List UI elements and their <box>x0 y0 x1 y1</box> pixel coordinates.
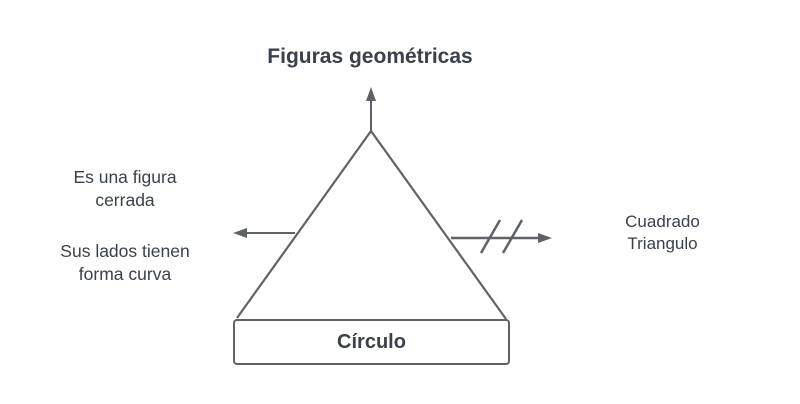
left-note-line: Sus lados tienen <box>60 241 190 261</box>
right-note-non-examples: Cuadrado Triangulo <box>580 211 745 255</box>
diagram-title: Figuras geométricas <box>267 45 473 68</box>
left-note-curved-sides: Sus lados tienen forma curva <box>20 240 230 286</box>
left-note-line: cerrada <box>95 189 155 210</box>
left-arrow-icon <box>233 228 295 238</box>
base-concept-label: Círculo <box>337 330 406 353</box>
left-note-line: forma curva <box>78 263 172 284</box>
right-arrow-negated-icon <box>451 219 552 254</box>
right-note-line: Cuadrado <box>625 212 700 231</box>
left-note-line: Es una figura <box>73 167 177 187</box>
left-note-closed-figure: Es una figura cerrada <box>20 166 230 212</box>
up-arrow-icon <box>366 87 376 131</box>
right-note-line: Triangulo <box>627 234 698 254</box>
triangle-shape <box>236 129 507 320</box>
base-concept-box: Círculo <box>233 319 510 365</box>
